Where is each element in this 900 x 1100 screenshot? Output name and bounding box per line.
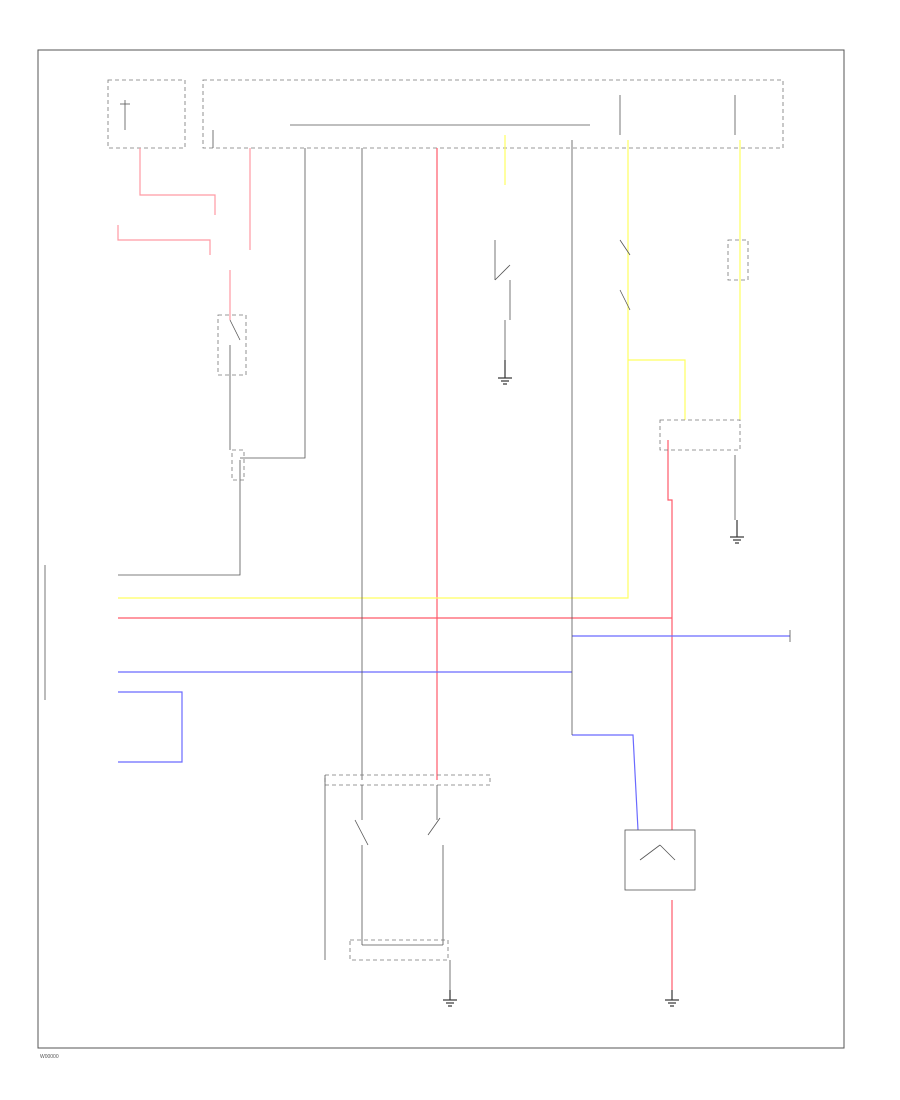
fuse-box-main	[202, 79, 784, 149]
connector-left	[44, 449, 245, 700]
wire-blue-group	[118, 635, 790, 831]
left-switch	[217, 314, 247, 450]
diagram-border	[37, 49, 845, 1049]
wire-red-group	[117, 148, 673, 990]
wire-yellow-group	[118, 135, 741, 599]
middle-switch	[494, 240, 511, 360]
ground-symbol-2	[730, 520, 744, 544]
fuse-box-left	[107, 79, 186, 149]
wire-blue-3	[118, 691, 183, 763]
right-switch-yellow	[619, 239, 631, 311]
wire-red-right	[667, 440, 673, 830]
footer-code: W00000	[40, 1054, 59, 1060]
far-right-switch	[659, 239, 749, 520]
wire-blue-4	[572, 734, 639, 831]
ground-symbol-3	[443, 990, 457, 1007]
switch-bottom-right	[624, 829, 696, 891]
switch-unit-bottom	[324, 774, 491, 990]
wire-gray-group	[118, 140, 791, 780]
ground-symbol-4	[665, 990, 679, 1007]
wire-yellow-2	[118, 140, 629, 599]
wire-red	[139, 148, 216, 215]
ground-symbol-1	[498, 360, 512, 385]
